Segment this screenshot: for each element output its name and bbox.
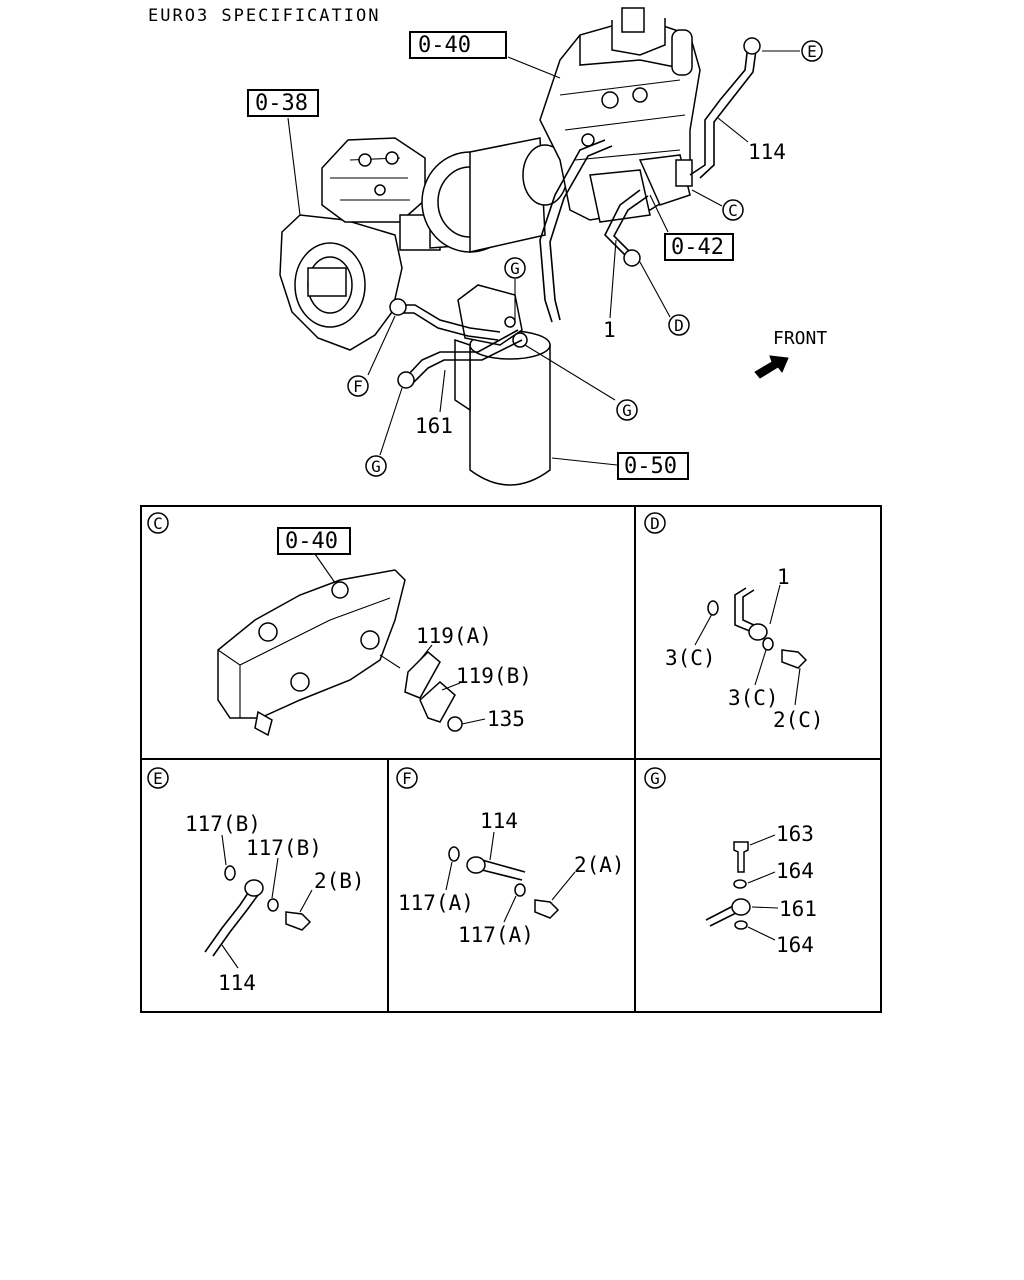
panel-C-ref-box: 0-40 bbox=[285, 529, 338, 554]
detail-panel-D: D 1 3(C) 3(C) 2(C) bbox=[644, 512, 824, 732]
panel-G-letter: G bbox=[650, 769, 660, 788]
pipes bbox=[389, 37, 761, 389]
callout-G-top-text: G bbox=[510, 259, 520, 278]
callout-G-top: G bbox=[504, 257, 526, 279]
callout-G-right: G bbox=[616, 399, 638, 421]
panel-F-label-2A: 2(A) bbox=[574, 853, 625, 877]
panel-C-label-135: 135 bbox=[487, 707, 525, 731]
ref-box-0-38-text: 0-38 bbox=[255, 91, 308, 116]
panel-G-label-163: 163 bbox=[776, 822, 814, 846]
detail-panels-frame bbox=[140, 505, 882, 1013]
panel-D-label-1: 1 bbox=[777, 565, 790, 589]
ref-box-0-50: 0-50 bbox=[617, 452, 689, 480]
panel-E-label-117B-left: 117(B) bbox=[185, 812, 261, 836]
ref-box-0-42-text: 0-42 bbox=[671, 235, 724, 260]
ref-box-0-42: 0-42 bbox=[664, 233, 734, 261]
callout-F: F bbox=[347, 375, 369, 397]
oil-filter-drawing bbox=[454, 284, 551, 486]
panel-G-label-164-bottom: 164 bbox=[776, 933, 814, 957]
callout-G-right-text: G bbox=[622, 401, 632, 420]
ref-box-0-40-text: 0-40 bbox=[418, 33, 471, 58]
panel-D-letter: D bbox=[650, 514, 660, 533]
callout-E-text: E bbox=[807, 42, 817, 61]
panel-C-label-119A: 119(A) bbox=[416, 624, 492, 648]
panel-F-label-117A-bottom: 117(A) bbox=[458, 923, 534, 947]
ref-box-0-38: 0-38 bbox=[247, 89, 319, 117]
panel-D-label-2C: 2(C) bbox=[773, 708, 824, 732]
panel-D-label-3C-left: 3(C) bbox=[665, 646, 716, 670]
panel-F-label-117A-left: 117(A) bbox=[398, 891, 474, 915]
ref-box-0-40: 0-40 bbox=[409, 31, 507, 59]
callout-F-text: F bbox=[353, 377, 363, 396]
callout-C-text: C bbox=[728, 201, 738, 220]
ref-box-0-50-text: 0-50 bbox=[624, 454, 677, 479]
panel-F-label-114: 114 bbox=[480, 809, 518, 833]
diagram-title: EURO3 SPECIFICATION bbox=[148, 6, 380, 26]
detail-panel-G: G 163 164 161 164 bbox=[644, 767, 817, 957]
part-label-114: 114 bbox=[748, 140, 786, 164]
front-arrow-icon bbox=[754, 355, 789, 379]
callout-D-text: D bbox=[674, 316, 684, 335]
panel-E-letter: E bbox=[153, 769, 163, 788]
part-label-1: 1 bbox=[603, 318, 616, 342]
callout-G-left: G bbox=[365, 455, 387, 477]
panel-F-letter: F bbox=[402, 769, 412, 788]
detail-panel-F: F 114 2(A) 117(A) 117(A) bbox=[396, 767, 625, 947]
panel-E-label-114: 114 bbox=[218, 971, 256, 995]
front-label: FRONT bbox=[773, 328, 827, 349]
callout-E: E bbox=[801, 40, 823, 62]
panel-E-label-117B-right: 117(B) bbox=[246, 836, 322, 860]
callout-G-left-text: G bbox=[371, 457, 381, 476]
part-label-161: 161 bbox=[415, 414, 453, 438]
panel-C-label-119B: 119(B) bbox=[456, 664, 532, 688]
coupling-drawing bbox=[421, 137, 568, 253]
callout-D: D bbox=[668, 314, 690, 336]
panel-G-label-164-top: 164 bbox=[776, 859, 814, 883]
panel-E-label-2B: 2(B) bbox=[314, 869, 365, 893]
panel-C-letter: C bbox=[153, 514, 163, 533]
panel-G-label-161: 161 bbox=[779, 897, 817, 921]
leader-lines bbox=[287, 50, 800, 466]
detail-panel-C: C 0-40 119(A) 119(B) 135 bbox=[147, 512, 532, 737]
detail-panel-E: E 117(B) 117(B) 2(B) 114 bbox=[147, 767, 365, 995]
panel-D-label-3C-bottom: 3(C) bbox=[728, 686, 779, 710]
main-assembly: 0-40 0-38 0-42 0-50 114 161 1 E C D bbox=[247, 7, 827, 486]
callout-C: C bbox=[722, 199, 744, 221]
